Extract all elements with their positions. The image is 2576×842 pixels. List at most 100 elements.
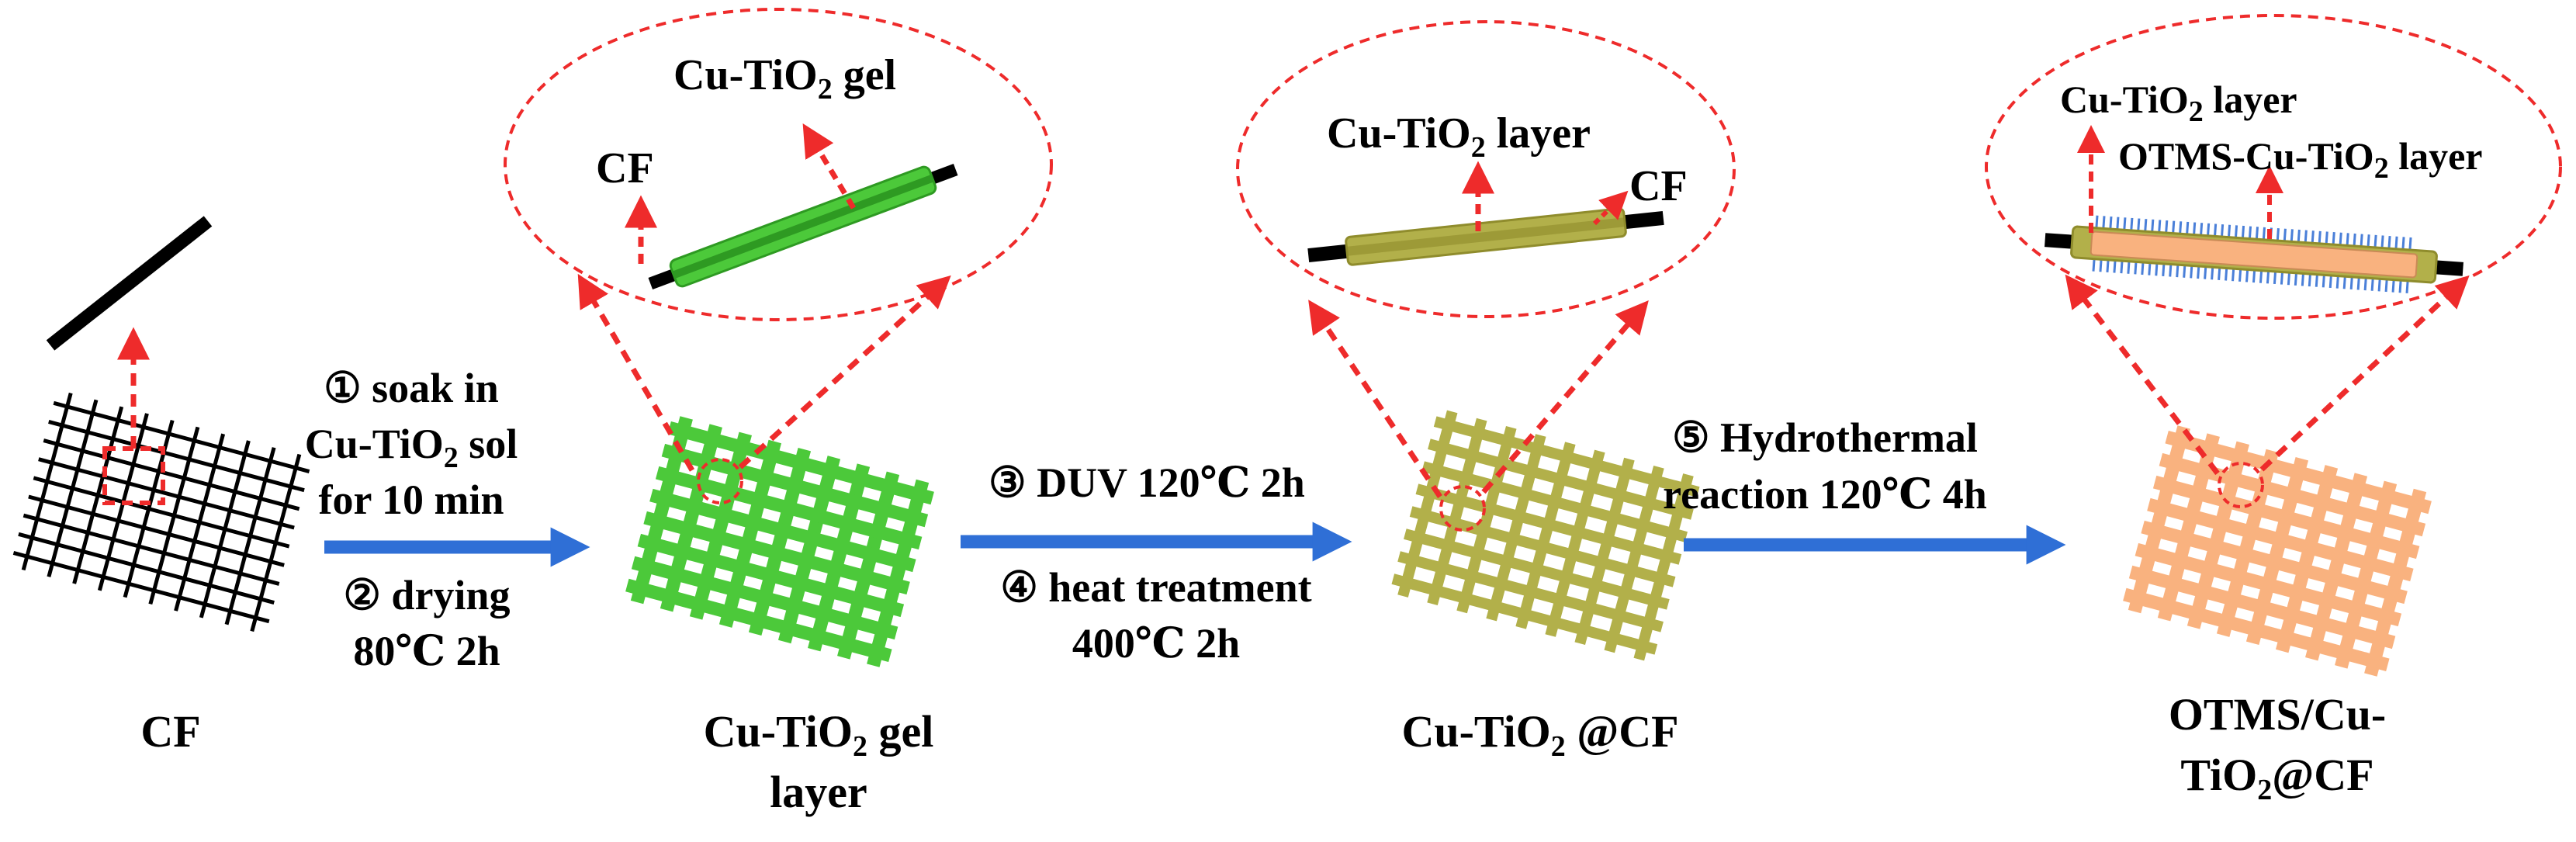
gel-caption-line2: layer xyxy=(770,767,867,817)
mesh-strand xyxy=(631,556,898,640)
gel-caption-line1: Cu-TiO2 gel xyxy=(704,706,934,763)
step-3-4: ③ DUV 120℃ 2h ④ heat treatment 400℃ 2h xyxy=(961,459,1352,667)
mesh-strand xyxy=(2275,465,2339,653)
cf-mesh-icon xyxy=(12,392,310,632)
mesh-strand xyxy=(1397,410,1458,598)
mesh-strand xyxy=(2123,587,2390,672)
mesh-strand xyxy=(1604,465,1664,653)
mesh-strand xyxy=(1391,573,1658,655)
step2-line1: ② drying xyxy=(344,572,511,619)
mesh-strand xyxy=(1415,483,1682,565)
step3-label: ③ DUV 120℃ 2h xyxy=(989,459,1305,506)
mesh-strand xyxy=(689,431,752,620)
otms-zoom-outer-label: OTMS-Cu-TiO2 layer xyxy=(2118,134,2482,185)
ticf-zoom-line-left xyxy=(1308,300,1442,498)
step2-line2: 80℃ 2h xyxy=(353,628,500,674)
gel-zoom-line-left xyxy=(577,273,695,472)
mesh-strand xyxy=(643,511,910,595)
mesh-strand xyxy=(1404,528,1670,610)
gel-zoom-layer-label: Cu-TiO2 gel xyxy=(673,51,896,106)
mesh-strand xyxy=(2335,480,2398,669)
mesh-strand xyxy=(2165,430,2432,515)
ticf-zoom-spot xyxy=(1439,485,1486,532)
mesh-strand xyxy=(867,479,930,667)
ticf-zoom-layer-label: Cu-TiO2 layer xyxy=(1327,109,1591,164)
mesh-strand xyxy=(1433,416,1700,497)
step5-line1: ⑤ Hydrothermal xyxy=(1672,414,1978,461)
mesh-strand xyxy=(808,463,871,652)
mesh-strand xyxy=(637,533,905,618)
mesh-strand xyxy=(667,421,934,505)
mesh-strand xyxy=(2364,488,2427,677)
mesh-strand xyxy=(38,457,295,530)
mesh-strand xyxy=(1574,457,1635,646)
step-5: ⑤ Hydrothermal reaction 120℃ 4h xyxy=(1663,414,2066,565)
step1-line2: Cu-TiO2 sol xyxy=(305,421,518,474)
mesh-strand xyxy=(1397,551,1664,632)
mesh-strand xyxy=(33,476,290,549)
mesh-strand xyxy=(630,416,693,605)
mesh-strand xyxy=(837,471,900,660)
mesh-strand xyxy=(23,513,280,586)
mesh-strand xyxy=(1427,418,1487,606)
gel-zoom-line-right xyxy=(738,275,951,470)
otms-zoom-layer-label: Cu-TiO2 layer xyxy=(2060,78,2297,128)
stage-otms: Cu-TiO2 layer OTMS-Cu-TiO2 layer OTMS/Cu… xyxy=(1985,14,2562,806)
mesh-strand xyxy=(2159,452,2426,537)
stage-ticf: Cu-TiO2 layer CF Cu-TiO2 @CF xyxy=(1236,20,1736,763)
mesh-strand xyxy=(748,447,812,636)
step-1-2: ① soak in Cu-TiO2 sol for 10 min ② dryin… xyxy=(305,365,590,674)
mesh-strand xyxy=(660,424,722,612)
otms-caption-line2: TiO2@CF xyxy=(2180,750,2373,806)
mesh-strand xyxy=(2152,475,2420,560)
mesh-strand xyxy=(661,443,929,528)
step1-line1: ① soak in xyxy=(324,365,499,411)
step1-line3: for 10 min xyxy=(319,476,504,523)
mesh-strand xyxy=(43,438,300,511)
otms-zoom-spot xyxy=(2218,462,2264,508)
gel-mesh-icon xyxy=(625,416,934,667)
mesh-strand xyxy=(1633,473,1694,661)
cf-zoom-box xyxy=(102,446,165,505)
otms-zoom-ellipse xyxy=(1985,14,2562,320)
otms-mesh-icon xyxy=(2123,425,2432,677)
stage-gel: Cu-TiO2 gel CF Cu-TiO2 gel layer xyxy=(504,8,1053,817)
mesh-strand xyxy=(2186,441,2249,629)
mesh-strand xyxy=(1421,461,1688,542)
ticf-cf-arrow xyxy=(1592,190,1629,226)
otms-fiber-icon xyxy=(2045,215,2463,293)
mesh-strand xyxy=(1409,506,1676,587)
mesh-strand xyxy=(2157,433,2220,622)
mesh-strand xyxy=(649,488,916,573)
mesh-strand xyxy=(625,578,892,663)
ticf-zoom-ellipse xyxy=(1236,20,1736,318)
mesh-strand xyxy=(777,456,841,644)
mesh-strand xyxy=(2147,497,2414,582)
ticf-zoom-cf-label: CF xyxy=(1629,162,1688,210)
single-fiber-icon xyxy=(46,216,213,351)
mesh-strand xyxy=(28,494,285,567)
mesh-strand xyxy=(2141,520,2408,605)
ticf-fiber-icon xyxy=(1307,207,1664,266)
otms-caption-line1: OTMS/Cu- xyxy=(2169,689,2386,740)
step5-line2: reaction 120℃ 4h xyxy=(1663,471,1987,518)
mesh-strand xyxy=(12,551,270,624)
mesh-strand xyxy=(18,532,275,605)
gel-fiber-icon xyxy=(648,163,958,290)
mesh-strand xyxy=(2135,542,2402,627)
step4-line1: ④ heat treatment xyxy=(1000,564,1311,611)
ticf-caption: Cu-TiO2 @CF xyxy=(1401,706,1678,763)
stage-cf: CF xyxy=(12,216,310,757)
mesh-strand xyxy=(53,400,310,473)
mesh-strand xyxy=(2305,473,2368,661)
mesh-strand xyxy=(2128,565,2396,650)
mesh-strand xyxy=(1428,438,1694,520)
mesh-strand xyxy=(655,466,923,550)
mesh-strand xyxy=(2128,425,2190,614)
gel-layer-arrow xyxy=(802,123,857,210)
mesh-strand xyxy=(2216,449,2280,637)
mesh-strand xyxy=(718,439,782,628)
ticf-mesh-icon xyxy=(1391,410,1700,661)
mesh-strand xyxy=(48,420,305,493)
